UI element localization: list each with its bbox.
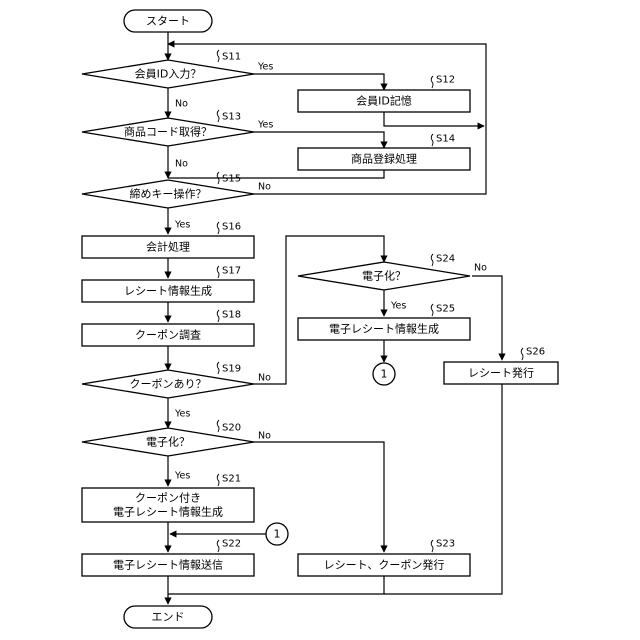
decision-s11: 会員ID入力？ [82, 60, 254, 88]
process-s14: 商品登録処理 [298, 148, 470, 170]
edge-label-s20-no: No [258, 431, 271, 442]
step-label-s24: S24 [436, 254, 455, 265]
edge-label-s11-no: No [175, 99, 188, 110]
step-label-s16: S16 [222, 222, 241, 233]
step-label-s11: S11 [222, 52, 241, 63]
process-s14-label: 商品登録処理 [351, 152, 417, 166]
step-label-s12: S12 [436, 75, 455, 86]
connector-a-label: 1 [381, 368, 388, 381]
step-label-s18: S18 [222, 310, 241, 321]
edge-label-s24-yes: Yes [390, 301, 406, 312]
decision-s24: 電子化？ [298, 262, 470, 290]
step-label-s17: S17 [222, 266, 241, 277]
edge-label-s20-yes: Yes [174, 471, 190, 482]
edge-s14-out [168, 170, 384, 178]
edge-s24-no [472, 276, 502, 360]
edge-label-s13-no: No [175, 159, 188, 170]
start-terminal: スタート [124, 10, 212, 32]
step-label-s23: S23 [436, 539, 455, 550]
decision-s24-label: 電子化？ [362, 269, 406, 283]
process-s21-label-line1: クーポン付き [135, 492, 201, 505]
process-s23: レシート、クーポン発行 [298, 554, 470, 576]
process-s21-label-line2: 電子レシート情報生成 [113, 505, 223, 519]
edge-label-s19-yes: Yes [174, 409, 190, 420]
edge-label-s15-no: No [258, 182, 271, 193]
decision-s19-label: クーポンあり？ [130, 378, 207, 391]
process-s26: レシート発行 [444, 362, 558, 384]
edge-label-s11-yes: Yes [257, 62, 273, 73]
process-s22-label: 電子レシート情報送信 [113, 558, 223, 572]
end-terminal: エンド [124, 606, 212, 628]
process-s22: 電子レシート情報送信 [82, 554, 254, 576]
connector-b-label: 1 [274, 528, 281, 541]
edge-label-s24-no: No [474, 263, 487, 274]
edge-s12-out [384, 112, 484, 126]
process-s18-label: クーポン調査 [135, 328, 201, 342]
process-s23-label: レシート、クーポン発行 [324, 558, 445, 572]
edge-label-s19-no: No [258, 373, 271, 384]
process-s17: レシート情報生成 [82, 280, 254, 302]
process-s21: クーポン付き 電子レシート情報生成 [82, 488, 254, 522]
process-s18: クーポン調査 [82, 324, 254, 346]
connector-b: 1 [266, 523, 288, 545]
process-s26-label: レシート発行 [468, 366, 534, 380]
step-label-s20: S20 [222, 423, 241, 434]
process-s25-label: 電子レシート情報生成 [329, 322, 439, 336]
step-label-s15: S15 [222, 174, 241, 185]
start-label: スタート [146, 15, 190, 28]
step-label-s14: S14 [436, 134, 455, 145]
process-s25: 電子レシート情報生成 [298, 318, 470, 340]
step-label-s21: S21 [222, 474, 241, 485]
decision-s15-label: 締めキー操作？ [130, 187, 207, 201]
edge-s23-out [168, 576, 384, 594]
process-s12-label: 会員ID記憶 [356, 94, 412, 108]
edge-s13-yes [254, 132, 384, 148]
process-s16-label: 会計処理 [146, 240, 190, 254]
decision-s13-label: 商品コード取得？ [124, 125, 212, 139]
process-s16: 会計処理 [82, 236, 254, 258]
edge-s19-no [254, 236, 384, 384]
process-s12: 会員ID記憶 [298, 90, 470, 112]
step-label-s25: S25 [436, 304, 455, 315]
end-label: エンド [152, 611, 185, 624]
connector-a: 1 [373, 363, 395, 385]
edge-label-s13-yes: Yes [257, 120, 273, 131]
edge-label-s15-yes: Yes [174, 220, 190, 231]
process-s17-label: レシート情報生成 [124, 284, 212, 298]
edge-s15-no-loop [168, 44, 486, 194]
step-label-s19: S19 [222, 364, 241, 375]
edge-s11-yes [254, 74, 384, 90]
step-label-s22: S22 [222, 539, 241, 550]
decision-s11-label: 会員ID入力？ [135, 68, 202, 81]
decision-s20-label: 電子化？ [146, 435, 190, 449]
step-label-s13: S13 [222, 112, 241, 123]
step-label-s26: S26 [526, 347, 545, 358]
